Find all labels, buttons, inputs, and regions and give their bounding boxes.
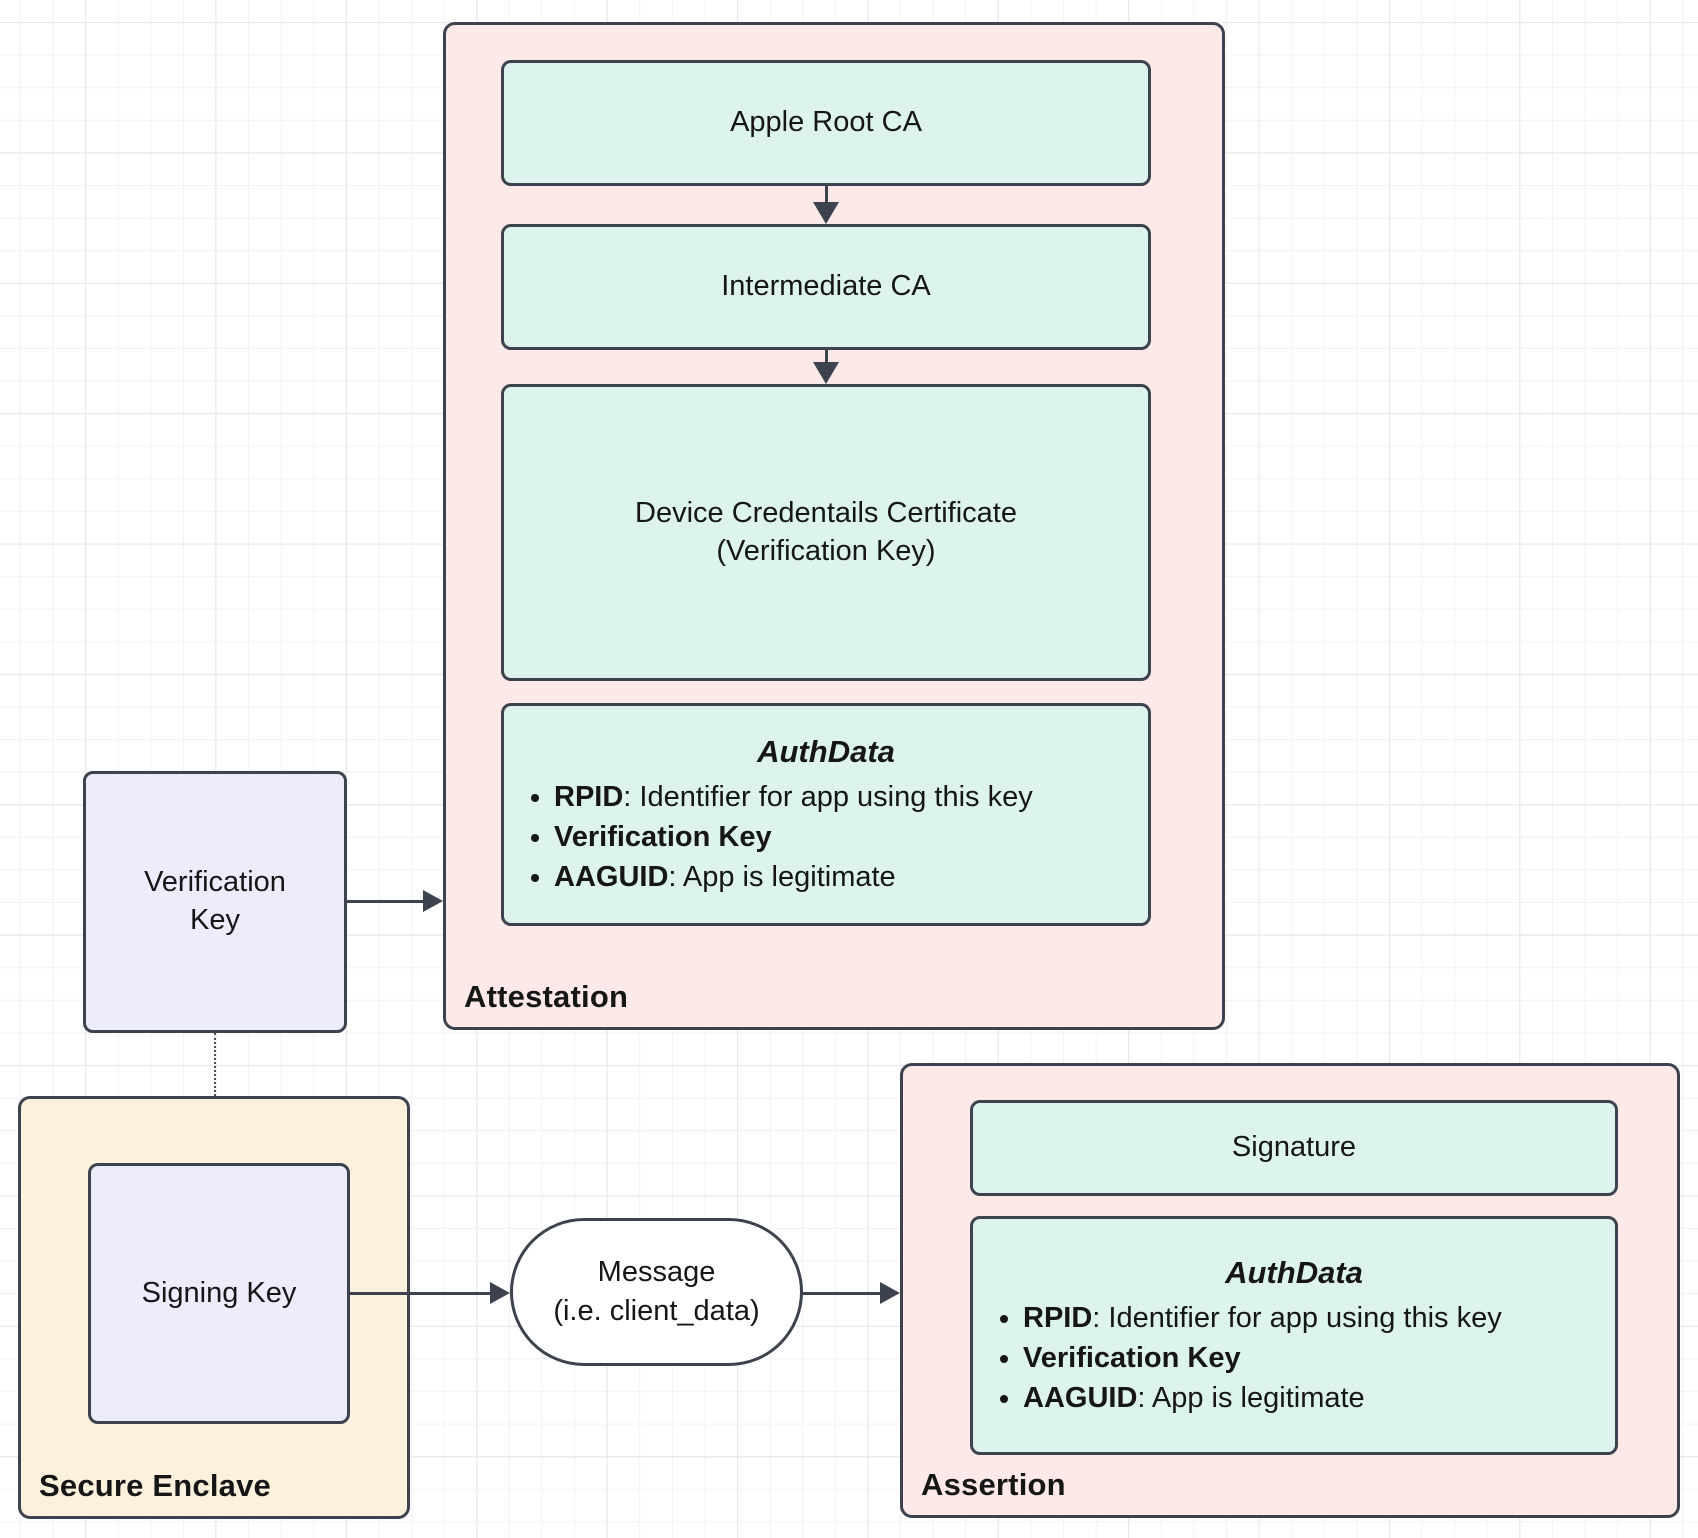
authdata-bullet-verification-key: Verification Key [1023,1338,1597,1378]
authdata-bullet-rpid: RPID: Identifier for app using this key [554,777,1130,817]
node-attestation-authdata: AuthData RPID: Identifier for app using … [501,703,1151,926]
verification-key-line1: Verification [144,866,286,899]
authdata-bullet-aaguid: AAGUID: App is legitimate [554,857,1130,897]
arrow-right-head [490,1282,510,1304]
device-cert-line2: (Verification Key) [716,534,936,567]
node-apple-root-ca: Apple Root CA [501,60,1151,186]
apple-root-ca-label: Apple Root CA [730,106,922,139]
attestation-group-label: Attestation [464,979,629,1014]
arrow-intermediate-to-device [813,350,839,384]
arrow-root-to-intermediate [813,186,839,224]
node-assertion-authdata: AuthData RPID: Identifier for app using … [970,1216,1618,1455]
device-cert-line1: Device Credentails Certificate [635,496,1017,529]
authdata-bullet-list: RPID: Identifier for app using this key … [991,1298,1597,1418]
node-signing-key: Signing Key [88,1163,350,1424]
authdata-bullet-list: RPID: Identifier for app using this key … [522,777,1130,897]
signature-label: Signature [1231,1131,1357,1164]
node-verification-key: Verification Key [83,771,347,1033]
intermediate-ca-label: Intermediate CA [721,270,931,303]
attestation-container: Apple Root CA Intermediate CA Device Cre… [443,22,1225,1030]
node-intermediate-ca: Intermediate CA [501,224,1151,350]
arrow-right-head [880,1282,900,1304]
arrow-down-head [813,362,839,384]
arrow-down-head [813,202,839,224]
arrow-signing-key-to-message [347,1281,510,1305]
message-line2: (i.e. client_data) [553,1295,760,1327]
message-line1: Message [597,1255,716,1288]
node-signature: Signature [970,1100,1618,1196]
secure-enclave-group-label: Secure Enclave [39,1468,272,1503]
assertion-container: Signature AuthData RPID: Identifier for … [900,1063,1680,1518]
secure-enclave-container: Signing Key Secure Enclave [18,1096,410,1519]
authdata-bullet-verification-key: Verification Key [554,817,1130,857]
node-message: Message (i.e. client_data) [510,1218,803,1366]
authdata-title: AuthData [757,734,895,770]
node-device-credentials-certificate: Device Credentails Certificate (Verifica… [501,384,1151,681]
authdata-bullet-aaguid: AAGUID: App is legitimate [1023,1378,1597,1418]
assertion-group-label: Assertion [921,1467,1066,1502]
authdata-bullet-rpid: RPID: Identifier for app using this key [1023,1298,1597,1338]
verification-key-line2: Key [190,904,240,936]
arrow-right-head [423,890,443,912]
authdata-title: AuthData [1225,1255,1363,1291]
arrow-message-to-assertion [803,1281,900,1305]
signing-key-label: Signing Key [141,1276,297,1309]
arrow-verification-key-to-attestation [347,889,443,913]
